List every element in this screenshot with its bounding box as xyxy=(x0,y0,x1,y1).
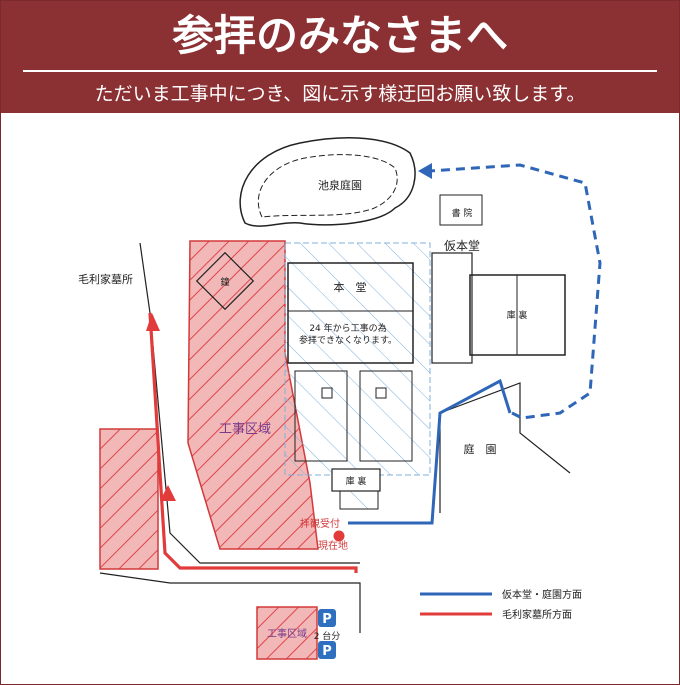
courtyard-right xyxy=(359,370,413,462)
storehouse-gate-label: 庫 裏 xyxy=(346,475,367,487)
main-hall-closed-area xyxy=(284,242,431,476)
main-hall xyxy=(287,262,414,364)
lantern-right xyxy=(375,387,387,399)
road-south xyxy=(99,572,361,633)
road-west xyxy=(139,242,360,564)
pond-garden-outline xyxy=(239,137,416,227)
detour-map: 池泉庭園 工事区域 鐘 工事区域 本 堂 24 年から工事の為 参拝できなくなり… xyxy=(78,137,602,660)
temporary-hall-label: 仮本堂 xyxy=(444,239,480,253)
legend-red-label: 毛利家墓所方面 xyxy=(502,608,572,621)
blue-route-arrow xyxy=(418,163,432,179)
parking-icon-top xyxy=(318,609,336,627)
temporary-hall xyxy=(431,252,473,364)
closure-notice-line1: 24 年から工事の為 xyxy=(309,322,386,334)
courtyard-left xyxy=(294,370,348,462)
header-divider xyxy=(23,70,657,72)
main-hall-label: 本 堂 xyxy=(334,280,367,294)
notice-header: 参拝のみなさまへ ただいま工事中につき、図に示す様迂回お願い致します。 xyxy=(1,1,679,113)
page-title: 参拝のみなさまへ xyxy=(171,11,508,60)
bell-tower xyxy=(195,251,255,311)
construction-area-label: 工事区域 xyxy=(219,422,271,437)
blue-route-dashed xyxy=(429,163,602,420)
road-east xyxy=(439,382,571,513)
parking-icon-top-label: P xyxy=(322,612,332,627)
legend-blue-label: 仮本堂・庭園方面 xyxy=(502,588,582,601)
library xyxy=(439,194,483,226)
mori-graves-label: 毛利家墓所 xyxy=(78,272,133,286)
closure-notice-line2: 参拝できなくなります。 xyxy=(299,334,397,346)
pond-garden-inner xyxy=(257,154,398,218)
lantern-left xyxy=(321,387,333,399)
pond-garden-label: 池泉庭園 xyxy=(318,178,362,192)
construction-area-small-label: 工事区域 xyxy=(267,627,307,640)
current-location-label: 現在地 xyxy=(318,539,348,552)
parking-icon-bottom xyxy=(318,641,336,659)
parking-capacity-label: 2 台分 xyxy=(314,630,341,642)
parking-icon-bottom-label: P xyxy=(322,644,332,659)
storehouse-east-label: 庫 裏 xyxy=(507,309,528,321)
bell-tower-label: 鐘 xyxy=(220,276,229,288)
library-label: 書 院 xyxy=(452,207,473,219)
blue-route-solid xyxy=(348,378,512,525)
red-route-arrow-upper xyxy=(146,313,160,331)
construction-area-left xyxy=(99,428,159,570)
reception-label: 拝観受付 xyxy=(300,517,340,530)
red-route xyxy=(148,312,358,573)
page-subtitle: ただいま工事中につき、図に示す様迂回お願い致します。 xyxy=(94,83,586,105)
garden-label: 庭 園 xyxy=(464,442,497,456)
entrance-steps xyxy=(339,490,379,510)
red-route-arrow-lower xyxy=(160,485,176,501)
construction-area-small xyxy=(256,606,318,660)
current-location-marker xyxy=(333,530,345,542)
